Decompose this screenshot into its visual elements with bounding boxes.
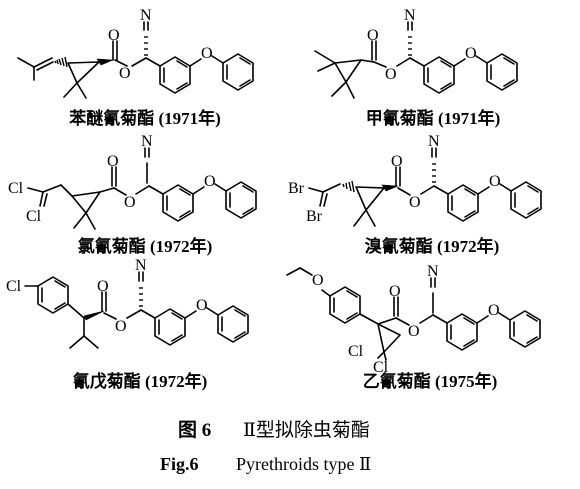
atom-nitrile-nitrogen: N bbox=[141, 133, 153, 150]
atom-ester-oxygen: O bbox=[119, 65, 131, 82]
atom-carbonyl-oxygen: O bbox=[97, 278, 109, 295]
atom-ether-oxygen: O bbox=[196, 297, 208, 314]
atom-ether-oxygen: O bbox=[201, 45, 213, 62]
compound-name: 氯氰菊酯 (1972年) bbox=[78, 236, 213, 256]
caption-en-label: Fig.6 bbox=[160, 454, 199, 474]
atom-nitrile-nitrogen: N bbox=[135, 257, 147, 274]
atom-carbonyl-oxygen: O bbox=[391, 153, 403, 170]
atom-ester-oxygen: O bbox=[115, 318, 127, 335]
compound-name: 苯醚氰菊酯 (1971年) bbox=[68, 108, 221, 128]
structure-deltamethrin: Br Br O O N O bbox=[288, 133, 542, 256]
atom-ester-oxygen: O bbox=[124, 194, 136, 211]
atom-ether-oxygen: O bbox=[489, 173, 501, 190]
figure-caption: 图 6 Ⅱ型拟除虫菊酯 Fig.6 Pyrethroids type Ⅱ bbox=[160, 419, 371, 474]
compound-name: 溴氰菊酯 (1972年) bbox=[365, 236, 500, 256]
atom-ether-oxygen: O bbox=[488, 302, 500, 319]
hashed-bond bbox=[342, 180, 355, 193]
caption-zh-text: Ⅱ型拟除虫菊酯 bbox=[243, 419, 370, 441]
atom-halogen-2: Cl bbox=[373, 359, 389, 376]
atom-halogen-2: Br bbox=[306, 208, 323, 225]
atom-carbonyl-oxygen: O bbox=[108, 27, 120, 44]
atom-halogen-1: Cl bbox=[8, 180, 24, 197]
atom-halogen-2: Cl bbox=[26, 208, 42, 225]
structure-cypermethrin: Cl Cl O O N O 氯氰菊酯 (1972年) bbox=[8, 133, 257, 256]
compound-name: 乙氰菊酯 (1975年) bbox=[363, 371, 498, 391]
compound-name: 氰戊菊酯 (1972年) bbox=[73, 371, 208, 391]
atom-nitrile-nitrogen: N bbox=[428, 133, 440, 150]
atom-nitrile-nitrogen: N bbox=[140, 7, 152, 24]
compound-name: 甲氰菊酯 (1971年) bbox=[366, 108, 501, 128]
atom-carbonyl-oxygen: O bbox=[107, 153, 119, 170]
atom-halogen-1: Cl bbox=[348, 343, 364, 360]
structure-cycloprothrin: O Cl Cl O O N O 乙氰菊酯 (1975年) bbox=[286, 263, 541, 391]
structure-fenpropathrin: O O N O 甲氰菊酯 (1971年) bbox=[314, 7, 518, 128]
caption-en-text: Pyrethroids type Ⅱ bbox=[236, 454, 371, 474]
structure-fenvalerate: Cl O O N O 氰戊菊酯 (1972年) bbox=[6, 257, 249, 391]
atom-ether-oxygen: O bbox=[465, 45, 477, 62]
hashed-bond bbox=[54, 56, 68, 68]
atom-carbonyl-oxygen: O bbox=[367, 27, 379, 44]
atom-carbonyl-oxygen: O bbox=[389, 283, 401, 300]
atom-ester-oxygen: O bbox=[409, 194, 421, 211]
atom-nitrile-nitrogen: N bbox=[427, 263, 439, 280]
atom-ester-oxygen: O bbox=[385, 66, 397, 83]
atom-ether-oxygen: O bbox=[204, 173, 216, 190]
atom-halogen-1: Cl bbox=[6, 278, 22, 295]
atom-nitrile-nitrogen: N bbox=[404, 7, 416, 24]
atom-halogen-1: Br bbox=[288, 180, 305, 197]
caption-zh-label: 图 6 bbox=[178, 419, 211, 441]
atom-ester-oxygen: O bbox=[408, 323, 420, 340]
atom-ethoxy-oxygen: O bbox=[312, 272, 324, 289]
structure-phenothrin-cyano: O O N O 苯醚氰菊酯 (1971年) bbox=[17, 7, 254, 128]
